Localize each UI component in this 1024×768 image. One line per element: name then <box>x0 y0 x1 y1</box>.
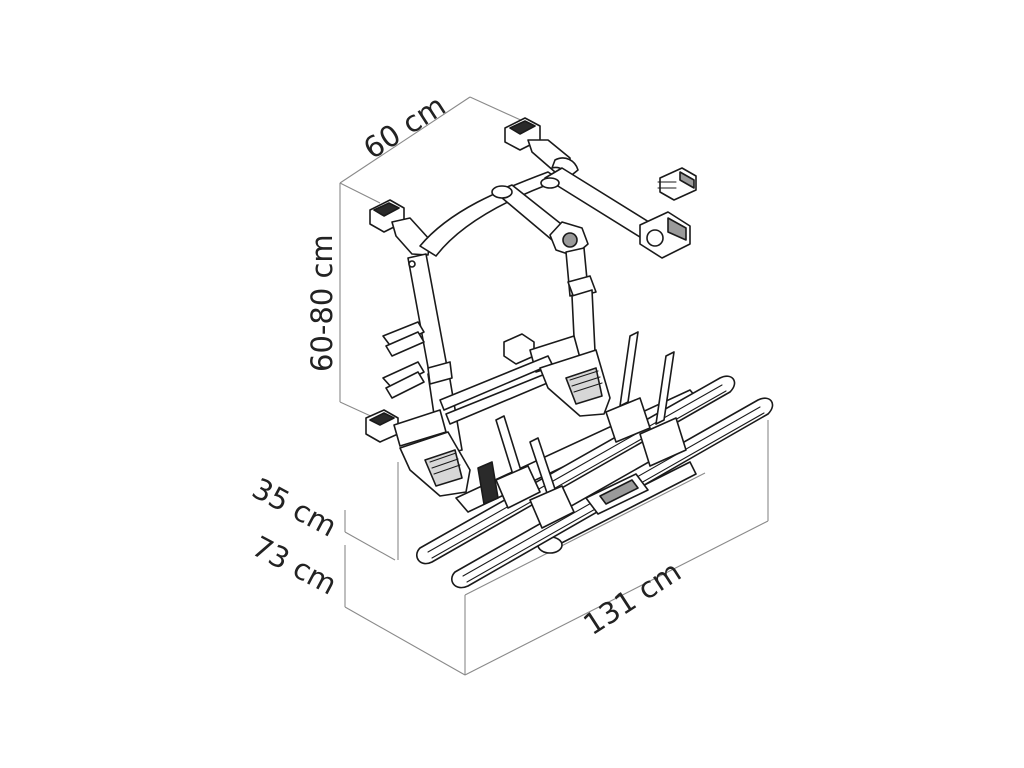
frame-knob <box>549 221 589 257</box>
wheel-holders-left <box>477 415 575 529</box>
lower-crossbars <box>439 355 565 425</box>
left-bracket <box>399 431 471 497</box>
dimension-lines <box>339 96 769 676</box>
bike-rack-illustration <box>365 117 774 589</box>
dim-label-width: 131 cm <box>577 554 687 642</box>
top-clamp <box>639 211 691 259</box>
top-frame <box>419 157 666 257</box>
dim-label-height: 60-80 cm <box>305 234 339 372</box>
wheel-rail-rear <box>416 375 736 565</box>
arm-clamps <box>382 321 425 399</box>
spare-clamp <box>657 167 697 201</box>
wheel-holders-right <box>605 331 687 467</box>
right-bracket <box>539 349 611 417</box>
dim-label-depth: 60 cm <box>357 88 451 166</box>
rail-clamp <box>585 473 649 515</box>
